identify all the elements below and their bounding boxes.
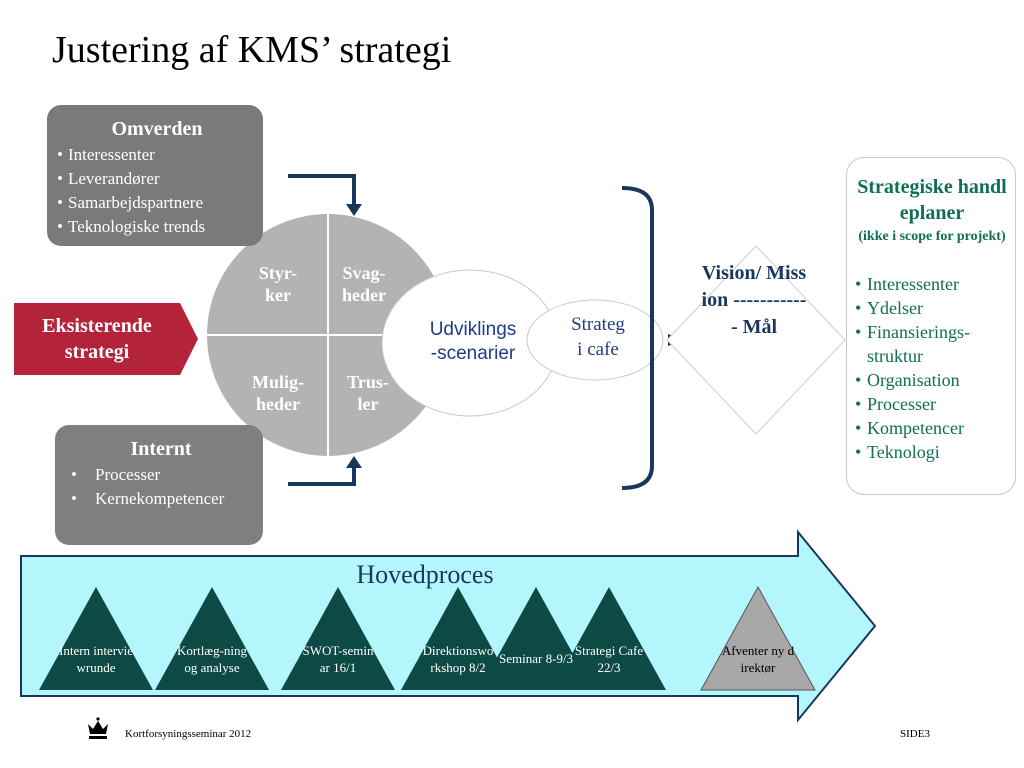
internt-item: Processer — [65, 463, 257, 487]
process-step-label: Afventer ny direktør — [721, 643, 795, 675]
plan-item: Finansierings- struktur — [855, 320, 1009, 368]
process-title: Hovedproces — [356, 560, 494, 589]
internt-list: Processer Kernekompetencer — [65, 463, 257, 511]
process-step-label: Strategi Cafe 22/3 — [574, 643, 644, 675]
vision-diamond — [666, 245, 846, 435]
strategy-cafe-ellipse — [526, 299, 664, 381]
plan-item: Organisation — [855, 368, 1009, 392]
plan-item: Kompetencer — [855, 416, 1009, 440]
swot-strengths: Styr- ker — [258, 263, 298, 305]
process-step-triangle-6 — [552, 587, 666, 690]
strategy-cafe-label: Strateg i cafe — [571, 314, 625, 360]
omverden-item: Teknologiske trends — [57, 215, 257, 239]
internt-heading: Internt — [130, 438, 192, 460]
footer-left: Kortforsyningsseminar 2012 — [125, 728, 252, 740]
process-step-label: Seminar 8-9/3 — [499, 651, 574, 666]
omverden-heading: Omverden — [111, 118, 203, 140]
strategic-plans-subtitle: (ikke i scope for projekt) — [858, 229, 1006, 244]
strategic-plans-list: Interessenter Ydelser Finansierings- str… — [855, 272, 1009, 464]
swot-weaknesses: Svag- heder — [342, 263, 386, 305]
strategic-plans-title: Strategiske handleplaner — [857, 176, 1007, 224]
process-step-label: Intern interviewrunde — [59, 643, 133, 675]
omverden-connector — [288, 174, 362, 216]
process-step-triangle-4 — [401, 587, 515, 690]
summary-bracket — [621, 186, 654, 490]
plan-item: Teknologi — [855, 440, 1009, 464]
internt-box: Internt Processer Kernekompetencer — [55, 425, 263, 545]
internt-item: Kernekompetencer — [65, 487, 257, 511]
process-step-label: SWOT-seminar 16/1 — [302, 643, 374, 675]
process-triangles — [39, 585, 816, 691]
omverden-item: Samarbejdspartnere — [57, 191, 257, 215]
omverden-list: Interessenter Leverandører Samarbejdspar… — [57, 143, 257, 239]
internt-connector — [288, 456, 362, 486]
existing-strategy-arrow — [14, 303, 198, 375]
process-step-triangle-3 — [281, 587, 395, 690]
crown-icon — [88, 717, 108, 739]
scenarios-label: Udviklings -scenarier — [429, 319, 517, 364]
plan-item: Interessenter — [855, 272, 1009, 296]
process-step-triangle-1 — [39, 587, 153, 690]
omverden-item: Leverandører — [57, 167, 257, 191]
process-step-triangle-2 — [155, 587, 269, 690]
omverden-item: Interessenter — [57, 143, 257, 167]
footer-page-number: SIDE3 — [900, 728, 930, 740]
existing-strategy-label: Eksisterende strategi — [42, 315, 152, 363]
swot-threats: Trus- ler — [347, 372, 389, 414]
process-step-triangle-7 — [700, 585, 816, 691]
omverden-box: Omverden Interessenter Leverandører Sama… — [47, 105, 263, 246]
swot-opportunities: Mulig- heder — [252, 372, 304, 414]
plan-item: Ydelser — [855, 296, 1009, 320]
process-step-triangle-5 — [479, 587, 593, 690]
page-title: Justering af KMS’ strategi — [52, 29, 452, 71]
vision-mission-label: Vision/ Mission ------------ Mål — [701, 262, 807, 338]
process-step-label: Kortlæg-ning og analyse — [176, 643, 248, 675]
strategic-plans-box: Strategiske handleplaner (ikke i scope f… — [846, 157, 1016, 495]
process-step-label: Direktionsworkshop 8/2 — [422, 643, 494, 675]
plan-item: Processer — [855, 392, 1009, 416]
